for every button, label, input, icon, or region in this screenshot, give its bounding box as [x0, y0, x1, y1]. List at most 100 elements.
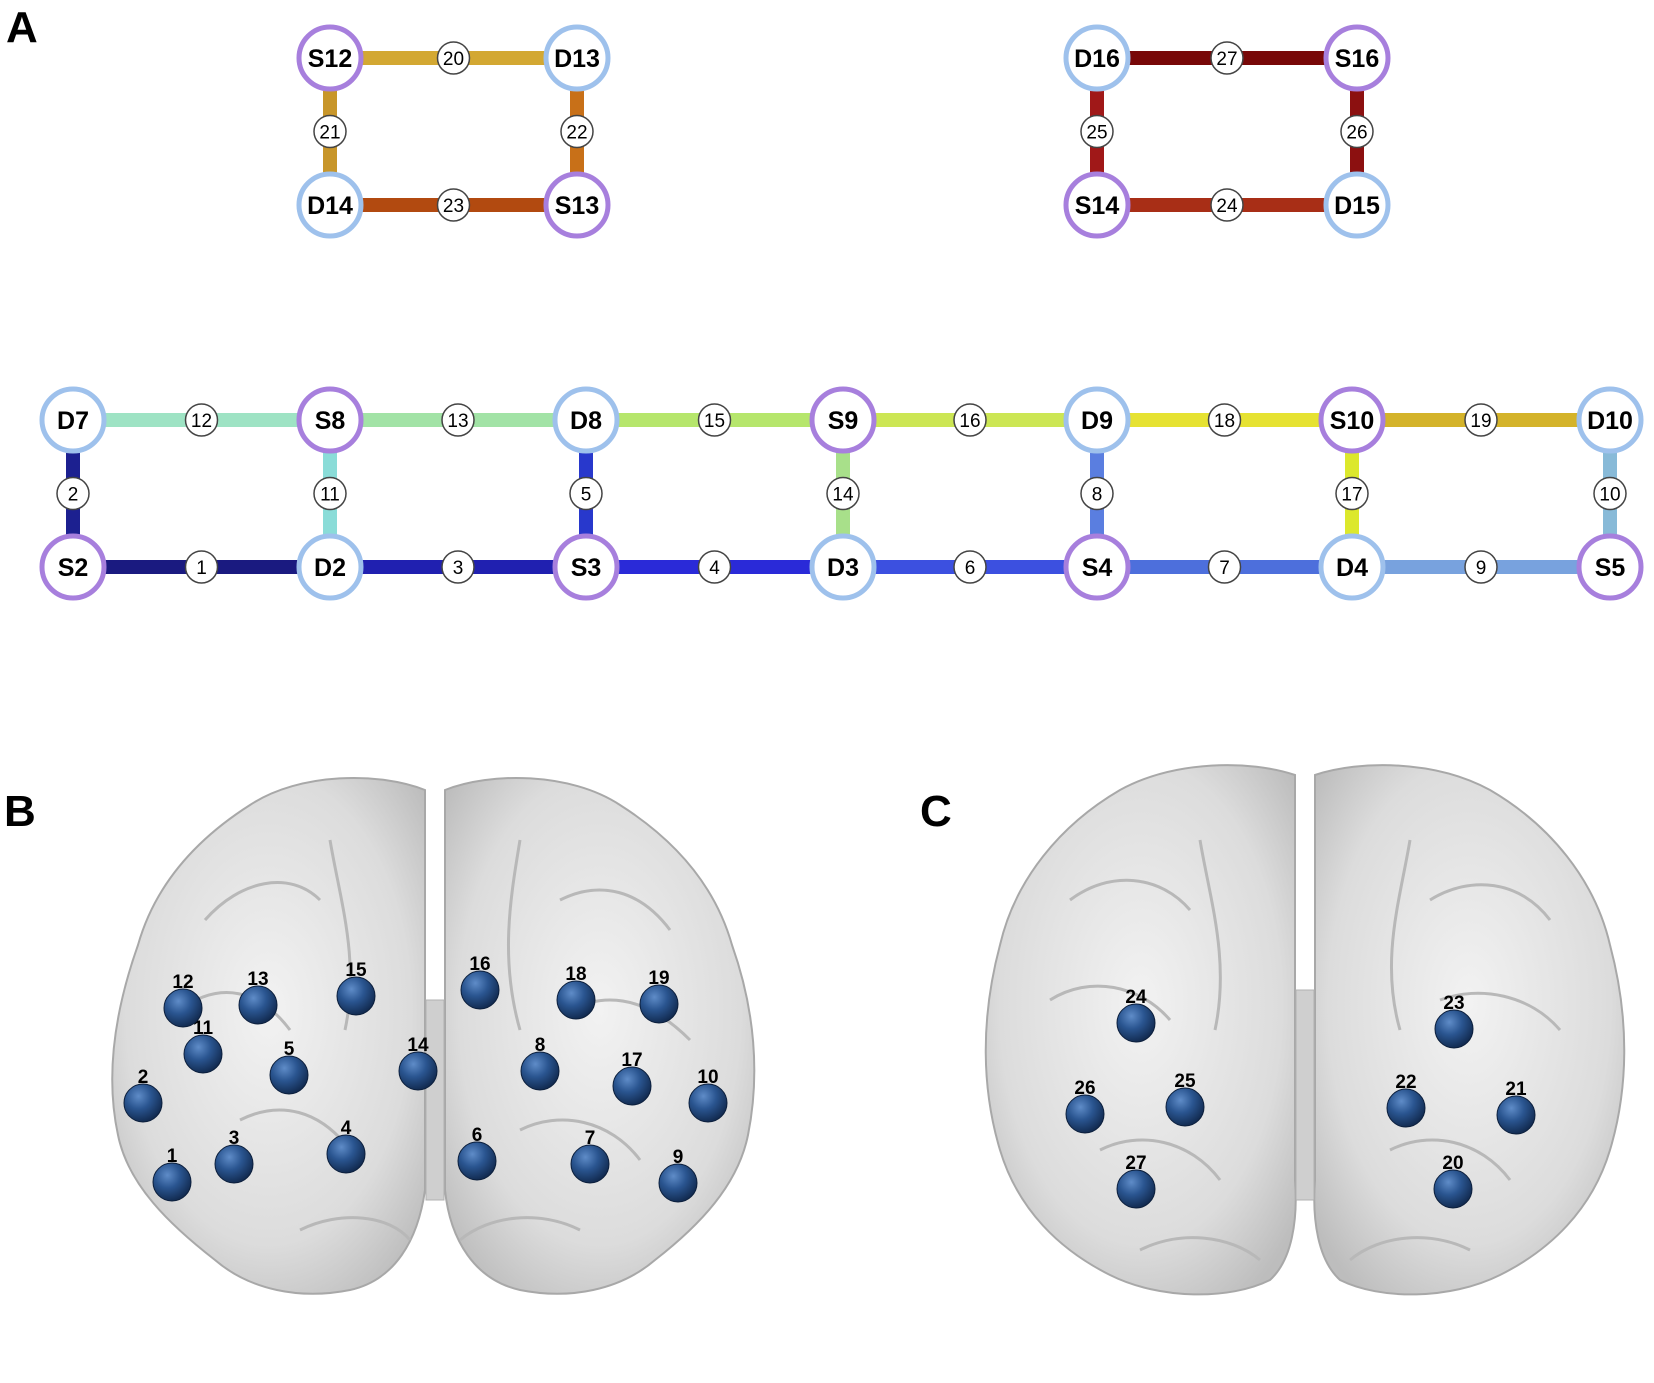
- electrode-13-label: 13: [247, 969, 268, 990]
- electrode-2: [123, 1083, 163, 1123]
- channel-5-marker: [569, 476, 603, 511]
- electrode-23: [1434, 1009, 1474, 1049]
- electrode-10-label: 10: [697, 1067, 718, 1088]
- channel-24-marker: [1210, 188, 1244, 222]
- electrode-4: [326, 1134, 366, 1174]
- channel-5-label: 5: [581, 485, 592, 506]
- node-d3-label: D3: [827, 554, 859, 582]
- channel-4-marker: [697, 550, 732, 584]
- channel-15-marker: [697, 403, 732, 437]
- electrode-24-label: 24: [1125, 987, 1147, 1008]
- electrode-18-label: 18: [565, 964, 586, 985]
- electrode-21: [1496, 1095, 1536, 1135]
- brain-b-left-hemisphere: [111, 776, 426, 1295]
- electrode-6-label: 6: [472, 1125, 483, 1146]
- electrode-11: [183, 1034, 223, 1074]
- channel-7-label: 7: [1219, 558, 1230, 579]
- node-s2-label: S2: [58, 554, 89, 582]
- channel-20-label: 20: [443, 49, 464, 70]
- electrode-10: [688, 1083, 728, 1123]
- channel-20-marker: [436, 41, 471, 75]
- channel-3-marker: [441, 550, 475, 584]
- channel-16-marker: [953, 403, 987, 437]
- node-s4-label: S4: [1082, 554, 1113, 582]
- node-s13-label: S13: [555, 192, 599, 220]
- channel-21-marker: [313, 114, 347, 149]
- channel-24-label: 24: [1216, 196, 1238, 217]
- node-s14-ring: [1063, 171, 1131, 239]
- electrode-3-label: 3: [229, 1128, 240, 1149]
- node-s16-label: S16: [1335, 45, 1379, 73]
- electrode-12: [163, 988, 203, 1028]
- electrode-27: [1116, 1169, 1156, 1209]
- node-d9-label: D9: [1081, 407, 1113, 435]
- electrode-23-label: 23: [1443, 993, 1464, 1014]
- electrode-25: [1165, 1087, 1205, 1127]
- node-d2-label: D2: [314, 554, 346, 582]
- electrode-25-label: 25: [1174, 1071, 1196, 1092]
- electrode-17-label: 17: [621, 1050, 642, 1071]
- electrode-19-label: 19: [648, 968, 669, 989]
- channel-13-label: 13: [447, 411, 468, 432]
- channel-21-label: 21: [319, 123, 340, 144]
- node-s13-ring: [543, 171, 611, 239]
- node-s5-ring: [1576, 533, 1644, 601]
- electrode-1-label: 1: [167, 1146, 178, 1167]
- node-d7-ring: [39, 386, 107, 454]
- node-s12-ring: [296, 24, 364, 92]
- channel-10-label: 10: [1599, 485, 1620, 506]
- channel-26-marker: [1340, 114, 1374, 149]
- node-d14-ring: [296, 171, 364, 239]
- channel-18-marker: [1207, 403, 1242, 437]
- channel-6-label: 6: [965, 558, 976, 579]
- panel-label-c: C: [920, 787, 952, 836]
- electrode-15-label: 15: [345, 960, 367, 981]
- electrode-14: [398, 1051, 438, 1091]
- electrode-24: [1116, 1003, 1156, 1043]
- electrode-3: [214, 1144, 254, 1184]
- electrode-7: [570, 1144, 610, 1184]
- electrode-9: [658, 1163, 698, 1203]
- channel-10-marker: [1593, 476, 1627, 511]
- electrode-26: [1065, 1094, 1105, 1134]
- channel-23-label: 23: [443, 196, 464, 217]
- node-s8-ring: [296, 386, 364, 454]
- node-d3-ring: [809, 533, 877, 601]
- channel-1-label: 1: [196, 558, 207, 579]
- panel-label-b: B: [4, 787, 36, 836]
- node-s8-label: S8: [315, 407, 346, 435]
- node-s14-label: S14: [1075, 192, 1120, 220]
- electrode-9-label: 9: [673, 1147, 684, 1168]
- channel-7-marker: [1207, 550, 1242, 584]
- node-d9-ring: [1063, 386, 1131, 454]
- node-s12-label: S12: [308, 45, 352, 73]
- panel-label-a: A: [6, 3, 38, 52]
- channel-22-marker: [560, 114, 594, 149]
- electrode-2-label: 2: [138, 1067, 149, 1088]
- channel-14-marker: [826, 476, 860, 511]
- channel-17-marker: [1335, 476, 1369, 511]
- electrode-11-label: 11: [193, 1018, 214, 1039]
- channel-3-label: 3: [453, 558, 464, 579]
- channel-12-marker: [184, 403, 219, 437]
- channel-9-marker: [1464, 550, 1498, 584]
- node-s3-ring: [552, 533, 620, 601]
- node-s10-ring: [1318, 386, 1386, 454]
- node-s9-label: S9: [828, 407, 859, 435]
- node-d7-label: D7: [57, 407, 89, 435]
- electrode-16-label: 16: [469, 954, 490, 975]
- electrode-4-label: 4: [341, 1118, 352, 1139]
- electrode-16: [460, 970, 500, 1010]
- electrode-18: [556, 980, 596, 1020]
- electrode-5-label: 5: [284, 1039, 295, 1060]
- electrode-17: [612, 1066, 652, 1106]
- channel-25-label: 25: [1086, 123, 1107, 144]
- brain-b-midline-gap: [425, 999, 445, 1201]
- node-d4-ring: [1318, 533, 1386, 601]
- channel-27-label: 27: [1216, 49, 1237, 70]
